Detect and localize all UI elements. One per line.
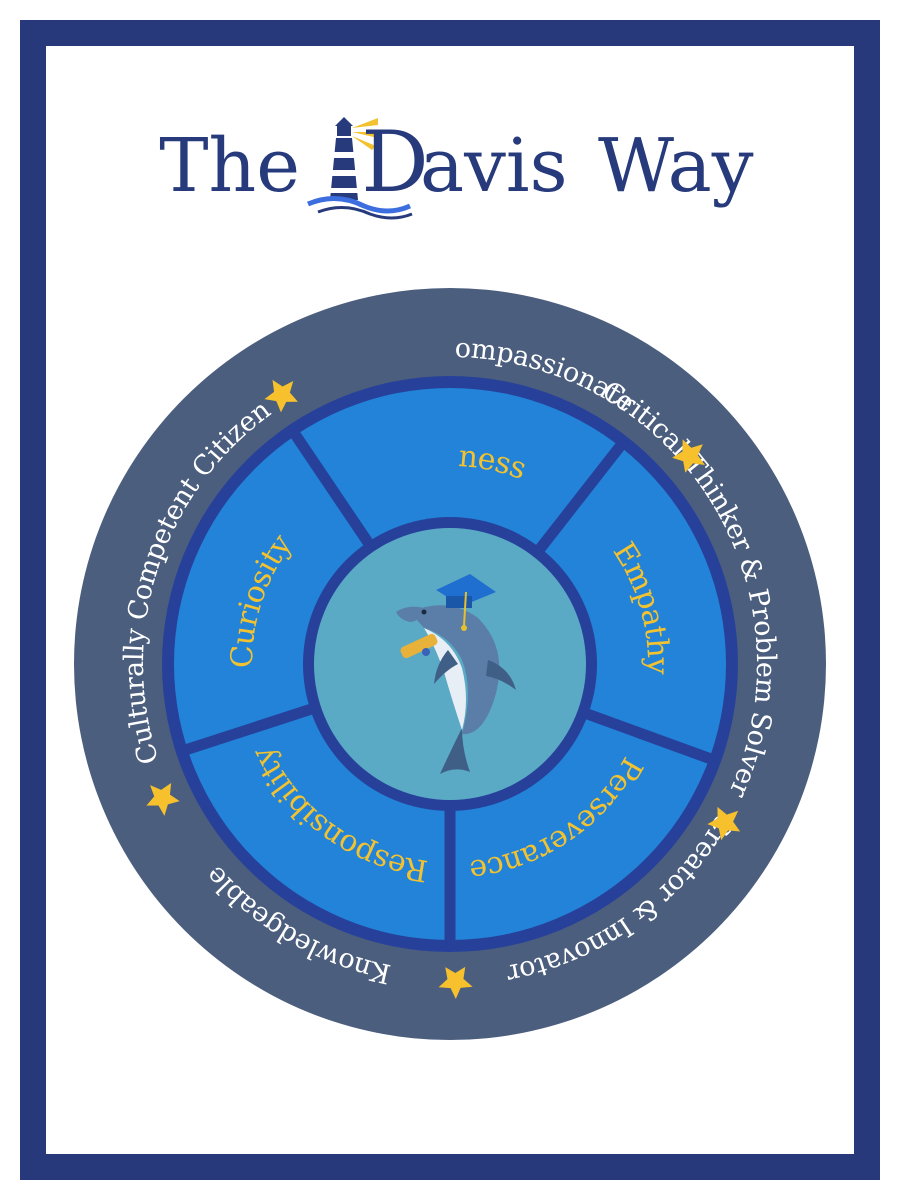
title-word-the: The: [159, 123, 300, 209]
title-word-davis: avis: [420, 123, 568, 209]
title-logo-letter: D: [361, 113, 428, 211]
title-word-way: Way: [598, 123, 754, 209]
graduate-dolphin-icon: [396, 574, 516, 774]
lighthouse-icon: [307, 117, 413, 220]
segment-divider-2: [531, 438, 628, 558]
segment-divider-5: [180, 702, 319, 757]
segment-dividers: [180, 427, 717, 946]
page-title: The D avis Way: [159, 113, 754, 220]
segment-divider-1: [287, 427, 377, 552]
segment-divider-3: [579, 706, 717, 766]
